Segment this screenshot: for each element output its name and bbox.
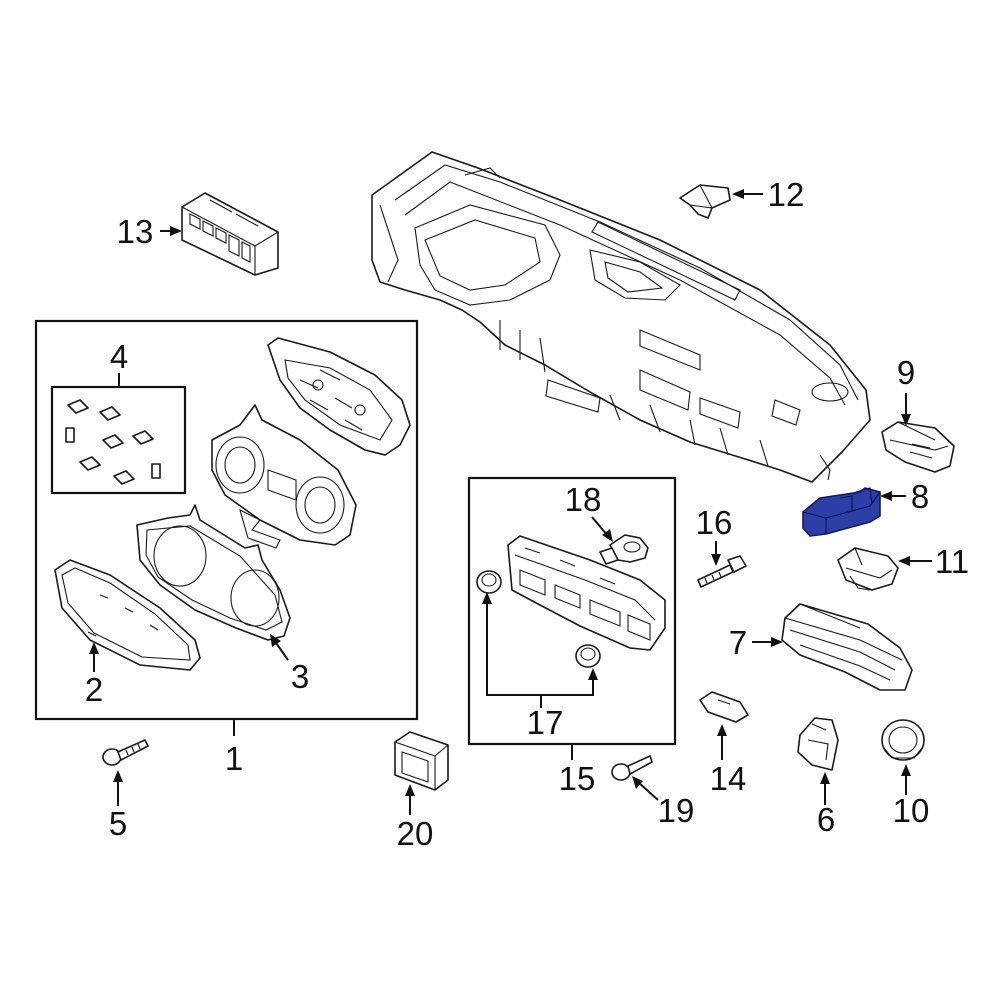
part-13-switch-panel — [181, 192, 279, 276]
callout-10: 10 — [893, 792, 930, 829]
callout-13: 13 — [117, 213, 154, 250]
climate-control-panel — [507, 535, 666, 651]
part-4-sticker-set — [65, 399, 161, 485]
part-17-knob-left — [476, 570, 502, 594]
callout-9: 9 — [897, 354, 915, 391]
part-10-push-button — [881, 719, 925, 761]
part-16-bolt — [697, 555, 747, 588]
part-14-connector — [699, 691, 749, 723]
part-5-screw — [102, 739, 149, 766]
callout-17: 17 — [527, 704, 564, 741]
callout-14: 14 — [710, 760, 747, 797]
part-8-highlighted-switch — [802, 487, 881, 537]
callout-11: 11 — [935, 543, 969, 580]
part-20-module — [394, 731, 449, 791]
part-7-module — [781, 603, 913, 691]
cluster-gauge-face — [211, 404, 357, 549]
callout-1: 1 — [225, 740, 243, 777]
callout-4: 4 — [110, 338, 128, 375]
callout-12: 12 — [768, 176, 805, 213]
dashboard-panel — [371, 151, 871, 483]
part-19-screw — [611, 755, 653, 781]
callout-16: 16 — [696, 504, 733, 541]
part-12-trim-cap — [679, 184, 731, 219]
callout-7: 7 — [729, 624, 747, 661]
callout-2: 2 — [85, 671, 103, 708]
part-9-switch-housing — [881, 421, 955, 473]
callout-5: 5 — [109, 805, 127, 842]
callout-20: 20 — [397, 815, 434, 852]
callout-15: 15 — [559, 760, 596, 797]
part-18-bulb-socket — [599, 534, 649, 565]
callout-8: 8 — [911, 478, 929, 515]
cluster-back-housing — [267, 337, 411, 456]
callout-3: 3 — [291, 658, 309, 695]
cluster-assembly-box — [34, 319, 419, 721]
part-11-bracket — [837, 547, 899, 591]
part-17-knob-right — [575, 644, 601, 668]
callout-19: 19 — [658, 792, 695, 829]
part-3-cluster-mask — [136, 504, 291, 641]
callout-labels: 1 2 3 4 5 6 7 8 9 10 11 12 13 14 15 16 1… — [85, 176, 969, 852]
part-2-cluster-lens — [54, 559, 201, 671]
callout-6: 6 — [817, 801, 835, 838]
callout-18: 18 — [565, 481, 602, 518]
leader-lines — [89, 189, 932, 815]
part-6-bracket — [797, 717, 839, 771]
